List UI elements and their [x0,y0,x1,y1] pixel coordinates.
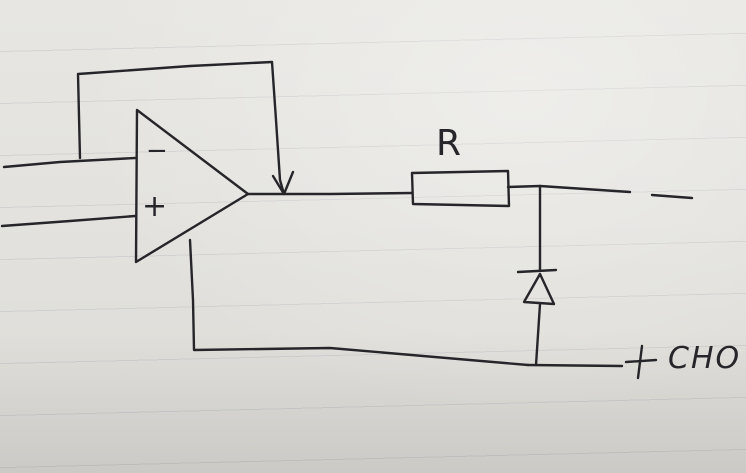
resistor-output-wire [506,184,632,194]
op-amp-return-wire [188,238,530,367]
output-node-label: CHO [668,341,742,376]
diode-lower-wire [534,302,542,367]
feedback-arrow [271,170,295,196]
resistor-R [410,169,511,208]
diode-bar [516,268,558,274]
ground-output-wire [526,363,624,368]
inverting-input-label: − [146,136,168,166]
output-wire [246,191,414,196]
output-minus-dash [650,193,694,200]
output-plus-sign [624,344,658,380]
diode-triangle [522,272,556,306]
noninverting-input-label: + [142,189,168,224]
resistor-label: R [436,123,462,164]
noninverting-input-wire [0,214,137,228]
feedback-wire [76,60,286,196]
inverting-input-wire [2,156,137,169]
op-amp-triangle [134,108,250,264]
